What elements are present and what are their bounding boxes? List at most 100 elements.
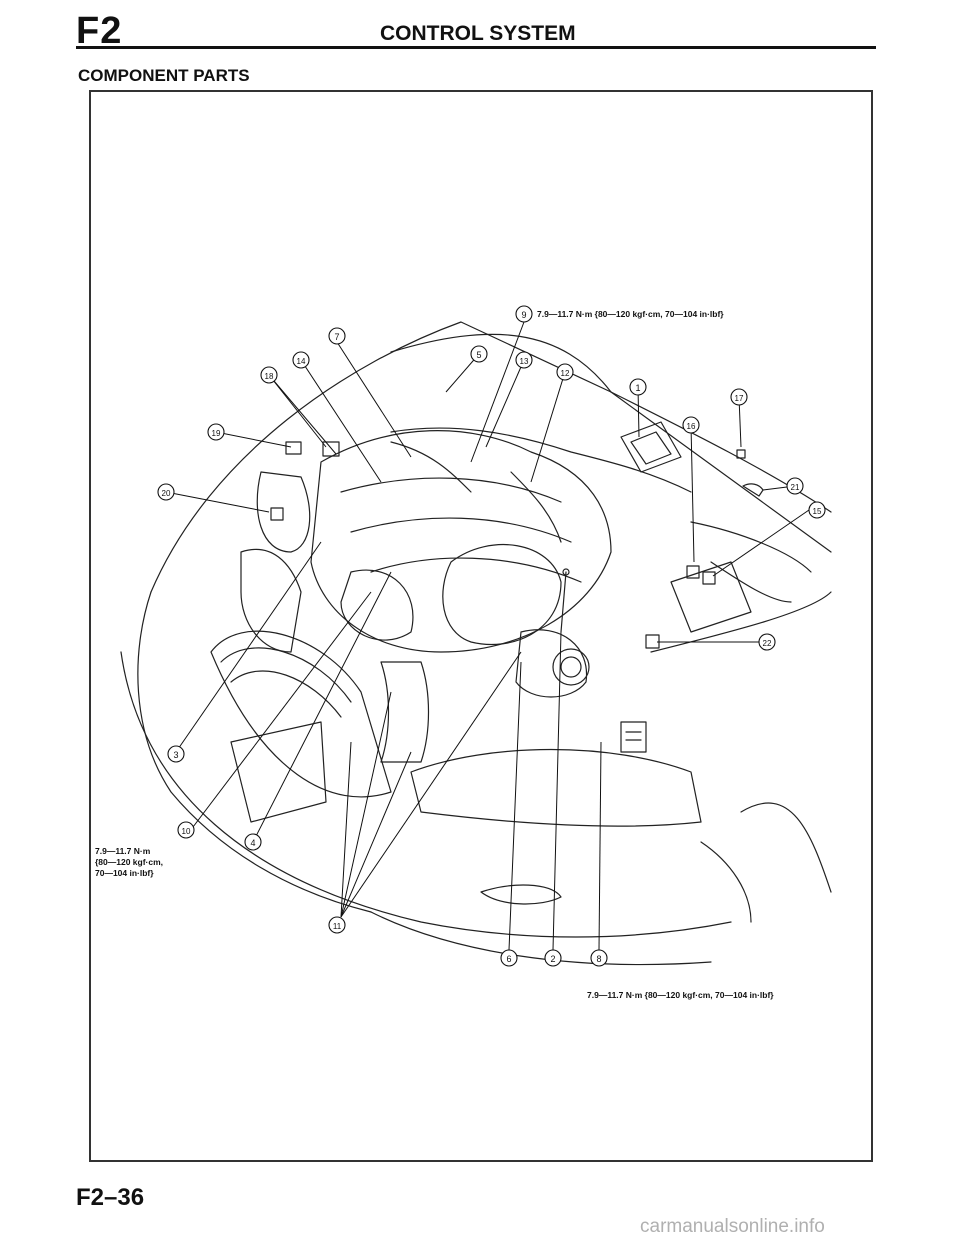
bumper-outline <box>120 651 732 938</box>
torque-spec-10-line2: {80—120 kgf·cm, <box>95 857 163 867</box>
callout-20: 20 <box>162 489 171 498</box>
leader-11a <box>340 691 392 918</box>
torque-spec-10-line3: 70—104 in·lbf} <box>95 868 154 878</box>
leader-18b <box>268 374 337 455</box>
callout-22: 22 <box>763 639 772 648</box>
callout-1: 1 <box>635 383 640 393</box>
fender-apron <box>690 521 812 573</box>
watermark: carmanualsonline.info <box>640 1216 825 1237</box>
callout-11: 11 <box>333 922 342 931</box>
engine-block <box>310 430 612 653</box>
sensor-17 <box>736 449 746 459</box>
fog-lamp <box>480 884 562 905</box>
leader-11d <box>340 741 352 918</box>
air-intake-duct <box>340 569 414 641</box>
dipstick <box>560 571 567 633</box>
airflow-meter <box>552 648 590 686</box>
callout-circle-20 <box>157 483 175 501</box>
torque-spec-9: 7.9—11.7 N·m {80—120 kgf·cm, 70—104 in·l… <box>537 309 724 319</box>
headlamp-right <box>410 748 702 827</box>
callout-circle-21 <box>786 477 804 495</box>
callout-circle-3 <box>167 745 185 763</box>
callout-circle-19 <box>207 423 225 441</box>
callout-circle-16 <box>682 416 700 434</box>
module-box <box>620 721 647 753</box>
leader-11b <box>340 751 412 918</box>
callout-circle-9 <box>515 305 533 323</box>
callout-circle-11 <box>328 916 346 934</box>
callout-13: 13 <box>520 357 529 366</box>
callout-21: 21 <box>791 483 800 492</box>
page-title: CONTROL SYSTEM <box>380 22 576 45</box>
callout-circle-18 <box>260 366 278 384</box>
front-fender-left <box>137 591 372 913</box>
leader-6 <box>508 661 522 951</box>
leader-10 <box>192 591 372 828</box>
callout-circle-6 <box>500 949 518 967</box>
callout-10: 10 <box>182 827 191 836</box>
callout-circle-5 <box>470 345 488 363</box>
callout-circle-12 <box>556 363 574 381</box>
callout-circle-15 <box>808 501 826 519</box>
sensor-15 <box>702 571 716 585</box>
windshield-base <box>610 391 832 513</box>
relay-19 <box>285 441 302 455</box>
callout-circle-8 <box>590 949 608 967</box>
callout-12: 12 <box>561 369 570 378</box>
leader-16 <box>690 424 695 563</box>
callout-19: 19 <box>212 429 221 438</box>
leader-2 <box>552 631 562 951</box>
radiator <box>240 548 302 653</box>
sensor-16 <box>686 565 700 579</box>
leader-20 <box>165 491 270 513</box>
callout-circle-13 <box>515 351 533 369</box>
callout-circle-4 <box>244 833 262 851</box>
torque-spec-10-line1: 7.9—11.7 N·m <box>95 846 151 856</box>
sensor-22 <box>645 634 660 649</box>
callout-circle-22 <box>758 633 776 651</box>
header-divider <box>76 46 876 49</box>
leader-13 <box>485 359 525 448</box>
relay-18 <box>322 441 340 457</box>
leader-11c <box>340 651 522 918</box>
component-diagram-frame: 9 7 5 14 13 12 18 1 17 16 19 20 21 15 22… <box>89 90 873 1162</box>
torque-spec-bottom: 7.9—11.7 N·m {80—120 kgf·cm, 70—104 in·l… <box>587 990 774 1000</box>
leader-8 <box>598 741 602 951</box>
callout-circle-10 <box>177 821 195 839</box>
section-title: COMPONENT PARTS <box>78 66 250 85</box>
callout-circle-14 <box>292 351 310 369</box>
callout-circle-1 <box>629 378 647 396</box>
callout-4: 4 <box>250 838 255 848</box>
ecu-box <box>620 421 682 473</box>
wiring-harness <box>390 427 692 493</box>
page-number: F2–36 <box>76 1184 145 1211</box>
leader-19 <box>215 431 292 448</box>
callout-8: 8 <box>596 954 601 964</box>
headlamp-left <box>230 721 327 823</box>
hood-outline <box>150 321 832 593</box>
leader-7 <box>336 341 412 458</box>
callout-circle-17 <box>730 388 748 406</box>
section-code: F2 <box>76 10 123 52</box>
leader-3 <box>175 541 322 753</box>
leader-12 <box>530 371 566 483</box>
reservoir-tank <box>380 661 430 763</box>
bumper-lower <box>370 911 712 966</box>
callout-16: 16 <box>687 422 696 431</box>
relay-20 <box>270 507 284 521</box>
leader-4 <box>252 571 392 843</box>
throttle-body <box>515 629 588 698</box>
callout-18: 18 <box>265 372 274 381</box>
leader-15 <box>712 509 810 577</box>
callout-circle-7 <box>328 327 346 345</box>
grille-outline <box>210 630 392 798</box>
battery <box>670 561 752 633</box>
callout-3: 3 <box>173 750 178 760</box>
callout-circle-2 <box>544 949 562 967</box>
reservoir-left <box>256 471 311 553</box>
callout-15: 15 <box>813 507 822 516</box>
leader-9 <box>470 321 525 463</box>
engine-bay-illustration: 9 7 5 14 13 12 18 1 17 16 19 20 21 15 22… <box>95 305 832 1000</box>
callout-14: 14 <box>297 357 306 366</box>
callout-5: 5 <box>476 350 481 360</box>
